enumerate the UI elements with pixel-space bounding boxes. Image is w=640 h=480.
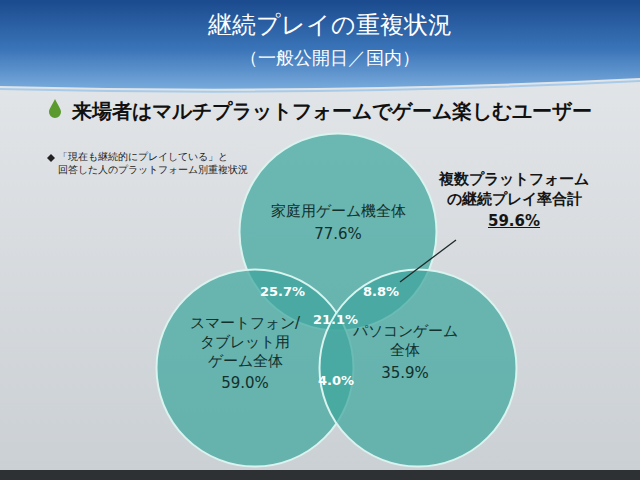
overlap-rate: 25.7% (260, 284, 305, 301)
callout-text: 複数プラットフォーム の継続プレイ率合計 (430, 170, 598, 209)
callout-rate: 59.6% (488, 212, 540, 232)
slide-subtitle: （一般公開日／国内） (240, 46, 420, 69)
survey-note: 「現在も継続的にプレイしている」と 回答した人のプラットフォーム別重複状況 (58, 150, 263, 176)
circle-content: 家庭用ゲーム機全体 77.6% (253, 132, 423, 244)
slide-ground (0, 0, 640, 470)
play-rate: 59.0% (221, 374, 269, 393)
circle-outline (320, 270, 517, 467)
platform-name: 家庭用ゲーム機全体 (271, 202, 406, 221)
drop-icon (49, 99, 61, 118)
slide-title: 継続プレイの重複状況 (208, 10, 452, 41)
slide-heading: 来場者はマルチプラットフォームでゲーム楽しむユーザー (72, 98, 592, 124)
play-rate: 35.9% (381, 364, 429, 383)
title-band (0, 0, 640, 89)
band-line (0, 81, 640, 92)
overlap-rate: 8.8% (363, 284, 399, 301)
overlap-rate: 4.0% (318, 373, 354, 390)
play-rate: 77.6% (314, 225, 362, 244)
venn-circle: パソコンゲーム 全体 35.9% (318, 268, 518, 468)
platform-name: パソコンゲーム 全体 (346, 322, 464, 360)
platform-name: スマートフォン/ タブレット用 ゲーム全体 (185, 314, 305, 370)
leader-line (400, 240, 456, 282)
overlap-rate: 21.1% (313, 312, 358, 329)
bullet-diamond (47, 154, 55, 162)
